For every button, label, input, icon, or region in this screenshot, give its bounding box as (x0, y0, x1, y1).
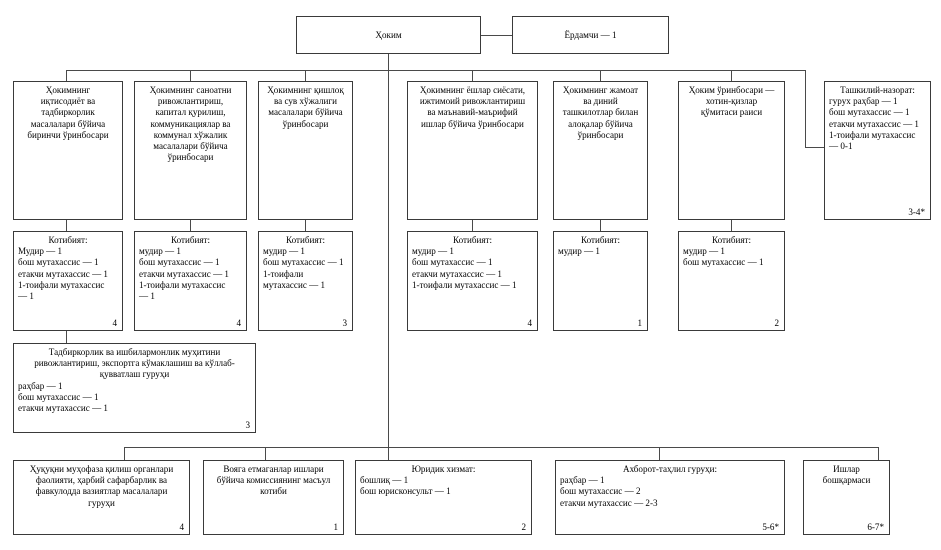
deputy-bus (66, 70, 805, 71)
connector-deputy-2 (190, 70, 191, 81)
node-deputy-public-religious[interactable]: Ҳокимнинг жамоат ва диний ташкилотлар би… (553, 81, 648, 220)
node-secretariat-1-count: 4 (112, 318, 117, 328)
connector-deputy-1 (66, 70, 67, 81)
node-information-analysis-group-lines: раҳбар — 1 бош мутахассис — 2 етакчи мут… (560, 475, 658, 508)
node-entrepreneurship-export-group-lines: раҳбар — 1 бош мутахассис — 1 етакчи мут… (18, 380, 108, 414)
node-deputy-public-religious-title: Ҳокимнинг жамоат ва диний ташкилотлар би… (562, 85, 639, 140)
node-secretariat-5-lines: мудир — 1 (558, 246, 600, 257)
connector-sec-6 (731, 220, 732, 231)
node-secretariat-2-title: Котибият: (170, 235, 211, 245)
node-secretariat-3-lines: мудир — 1 бош мутахассис — 1 1-тоифали м… (263, 246, 344, 290)
node-assistant[interactable]: Ёрдамчи — 1 (512, 16, 669, 54)
node-deputy-women-committee-title: Ҳоким ўринбосари — хотин-қизлар қўмитаси… (688, 85, 775, 118)
node-secretariat-6-lines: мудир — 1 бош мутахассис — 1 (683, 246, 764, 268)
node-secretariat-4-count: 4 (527, 318, 532, 328)
node-secretariat-1-lines: Мудир — 1 бош мутахассис — 1 етакчи мута… (18, 246, 108, 302)
node-legal-service-title: Юридик хизмат: (411, 464, 476, 474)
node-organizational-control-group-lines: гурух раҳбар — 1 бош мутахассис — 1 етак… (829, 96, 919, 152)
node-information-analysis-group[interactable]: Ахборот-таҳлил гуруҳи: раҳбар — 1 бош му… (555, 460, 785, 535)
node-secretariat-3-count: 3 (342, 318, 347, 328)
connector-org-control-horizontal (805, 147, 824, 148)
node-minors-commission-secretary-count: 1 (333, 522, 338, 532)
connector-sec-2 (190, 220, 191, 231)
node-information-analysis-group-count: 5-6* (762, 522, 779, 532)
connector-hokim-to-bottom-bus (388, 54, 389, 447)
connector-bottom-4 (659, 447, 660, 460)
bottom-bus (124, 447, 879, 448)
node-affairs-department-count: 6-7* (867, 522, 884, 532)
connector-bottom-2 (265, 447, 266, 460)
node-secretariat-4[interactable]: Котибият: мудир — 1 бош мутахассис — 1 е… (407, 231, 538, 331)
node-secretariat-5-count: 1 (637, 318, 642, 328)
connector-sec-3 (305, 220, 306, 231)
node-secretariat-6-title: Котибият: (711, 235, 752, 245)
node-minors-commission-secretary-title: Вояга етмаганлар ишлари бўйича комиссиян… (216, 464, 331, 497)
connector-bottom-3 (388, 447, 389, 460)
node-organizational-control-group-title: Ташкилий-назорат: (840, 85, 915, 95)
node-hokim-title: Ҳоким (375, 29, 402, 40)
node-deputy-youth-policy-title: Ҳокимнинг ёшлар сиёсати, ижтимоий ривожл… (419, 85, 526, 129)
node-entrepreneurship-export-group-title: Тадбиркорлик ва ишбилармонлик муҳитини р… (34, 347, 235, 380)
connector-sec-5 (600, 220, 601, 231)
node-secretariat-3-title: Котибият: (285, 235, 326, 245)
node-deputy-industry-title: Ҳокимнинг саноатни ривожлантириш, капита… (149, 85, 232, 163)
node-law-enforcement-group[interactable]: Ҳуқуқни муҳофаза қилиш органлари фаолият… (13, 460, 190, 535)
connector-bottom-5 (878, 447, 879, 460)
node-entrepreneurship-export-group-count: 3 (245, 420, 250, 430)
connector-entrepreneurship (66, 331, 67, 343)
connector-deputy-3 (305, 70, 306, 81)
node-deputy-agriculture-water-title: Ҳокимнинг қишлоқ ва сув хўжалиги масалал… (267, 85, 344, 129)
node-legal-service[interactable]: Юридик хизмат: бошлиқ — 1 бош юрисконсул… (355, 460, 532, 535)
node-legal-service-lines: бошлиқ — 1 бош юрисконсульт — 1 (360, 475, 451, 497)
node-information-analysis-group-title: Ахборот-таҳлил гуруҳи: (623, 464, 717, 474)
node-secretariat-6[interactable]: Котибият: мудир — 1 бош мутахассис — 1 2 (678, 231, 785, 331)
node-secretariat-4-lines: мудир — 1 бош мутахассис — 1 етакчи мута… (412, 246, 517, 290)
node-affairs-department-title: Ишлар бошқармаси (822, 464, 871, 486)
node-secretariat-3[interactable]: Котибият: мудир — 1 бош мутахассис — 1 1… (258, 231, 353, 331)
node-secretariat-5-title: Котибият: (580, 235, 621, 245)
connector-deputy-5 (600, 70, 601, 81)
node-secretariat-1-title: Котибият: (48, 235, 88, 245)
node-deputy-agriculture-water[interactable]: Ҳокимнинг қишлоқ ва сув хўжалиги масалал… (258, 81, 353, 220)
node-first-deputy-economy[interactable]: Ҳокимнинг иқтисодиёт ва тадбиркорлик мас… (13, 81, 123, 220)
node-law-enforcement-group-title: Ҳуқуқни муҳофаза қилиш органлари фаолият… (29, 464, 174, 508)
node-secretariat-1[interactable]: Котибият: Мудир — 1 бош мутахассис — 1 е… (13, 231, 123, 331)
connector-deputy-6 (731, 70, 732, 81)
node-assistant-title: Ёрдамчи — 1 (564, 29, 617, 40)
node-entrepreneurship-export-group[interactable]: Тадбиркорлик ва ишбилармонлик муҳитини р… (13, 343, 256, 433)
connector-sec-4 (472, 220, 473, 231)
node-minors-commission-secretary[interactable]: Вояга етмаганлар ишлари бўйича комиссиян… (203, 460, 344, 535)
node-secretariat-4-title: Котибият: (452, 235, 493, 245)
node-secretariat-2[interactable]: Котибият: мудир — 1 бош мутахассис — 1 е… (134, 231, 247, 331)
connector-org-control-vertical (805, 70, 806, 148)
connector-deputy-4 (472, 70, 473, 81)
node-deputy-women-committee[interactable]: Ҳоким ўринбосари — хотин-қизлар қўмитаси… (678, 81, 785, 220)
node-secretariat-5[interactable]: Котибият: мудир — 1 1 (553, 231, 648, 331)
node-secretariat-2-lines: мудир — 1 бош мутахассис — 1 етакчи мута… (139, 246, 229, 302)
node-deputy-industry[interactable]: Ҳокимнинг саноатни ривожлантириш, капита… (134, 81, 247, 220)
node-organizational-control-group-count: 3-4* (908, 207, 925, 217)
connector-hokim-assistant (481, 35, 512, 36)
node-hokim[interactable]: Ҳоким (296, 16, 481, 54)
node-affairs-department[interactable]: Ишлар бошқармаси 6-7* (803, 460, 890, 535)
node-first-deputy-economy-title: Ҳокимнинг иқтисодиёт ва тадбиркорлик мас… (27, 85, 109, 140)
node-legal-service-count: 2 (521, 522, 526, 532)
node-organizational-control-group[interactable]: Ташкилий-назорат: гурух раҳбар — 1 бош м… (824, 81, 931, 220)
node-deputy-youth-policy[interactable]: Ҳокимнинг ёшлар сиёсати, ижтимоий ривожл… (407, 81, 538, 220)
connector-bottom-1 (124, 447, 125, 460)
connector-sec-1 (66, 220, 67, 231)
node-law-enforcement-group-count: 4 (179, 522, 184, 532)
node-secretariat-2-count: 4 (236, 318, 241, 328)
node-secretariat-6-count: 2 (774, 318, 779, 328)
